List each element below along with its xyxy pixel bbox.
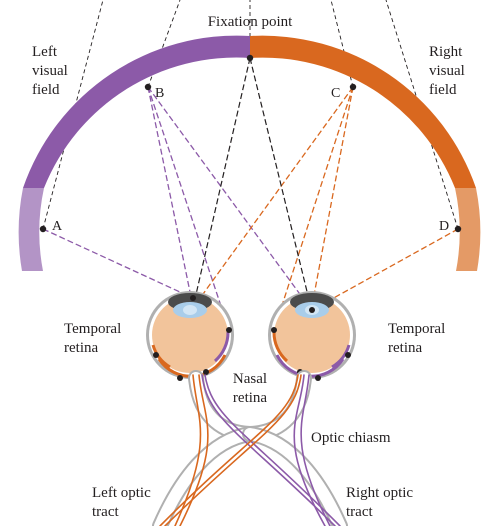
visual-field-arc: [19, 36, 481, 271]
left-visual-field-label: Left visual field: [32, 43, 68, 100]
point-b-label: B: [155, 87, 164, 101]
right-visual-field-label: Right visual field: [429, 43, 465, 100]
point-a-label: A: [52, 220, 62, 234]
outer-guide-lines: [43, 0, 458, 229]
right-optic-tract-label: Right optic tract: [346, 484, 413, 522]
nasal-retina-label: Nasal retina: [222, 370, 278, 408]
temporal-retina-left-label: Temporal retina: [64, 320, 121, 358]
right-eye: [268, 291, 356, 379]
temporal-retina-right-label: Temporal retina: [388, 320, 445, 358]
left-eye: [146, 291, 234, 379]
left-optic-tract-label: Left optic tract: [92, 484, 151, 522]
optic-chiasm-label: Optic chiasm: [311, 429, 391, 448]
fixation-point-label: Fixation point: [190, 13, 310, 32]
point-c-label: C: [331, 87, 340, 101]
point-d-label: D: [439, 220, 449, 234]
